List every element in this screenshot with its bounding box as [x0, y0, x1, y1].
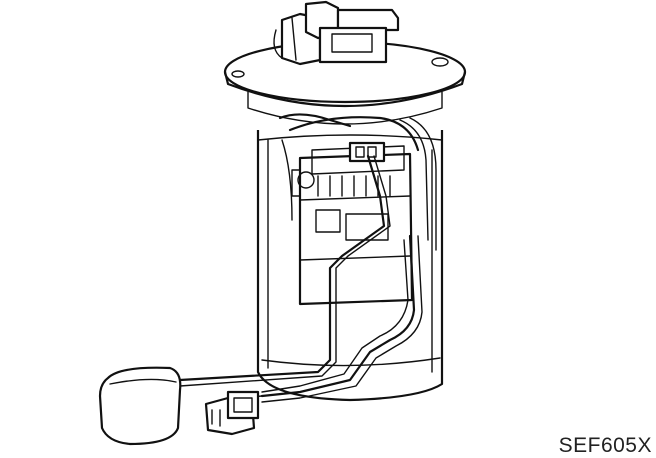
float-arm-rod	[178, 154, 391, 387]
internal-hoses	[278, 113, 437, 251]
figure-reference-code: SEF605X	[558, 434, 652, 457]
fuel-outlet-fitting	[273, 0, 400, 66]
fuel-level-sender-unit	[291, 145, 414, 306]
harness-connector	[204, 390, 260, 436]
sender-float	[98, 366, 182, 446]
module-connector	[348, 141, 386, 163]
